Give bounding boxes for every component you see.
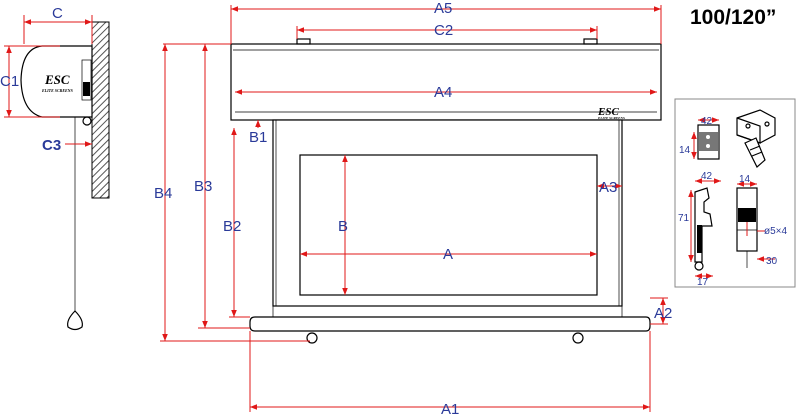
page-title: 100/120” <box>690 6 776 29</box>
bracket-dim-71: 71 <box>678 213 690 224</box>
screen-material <box>272 119 623 307</box>
top-bracket-left <box>296 38 311 45</box>
dim-b3-label: B3 <box>194 178 212 195</box>
dim-c-label: C <box>52 5 63 22</box>
side-view: ESC ELITE SCREENS C C1 C3 <box>0 5 110 331</box>
dim-a5-label: A5 <box>434 0 452 17</box>
bottom-ring-right <box>572 332 584 344</box>
bracket-dim-17: 17 <box>697 277 709 288</box>
bottom-bar <box>249 316 651 332</box>
bracket-dim-42-top: 42 <box>701 116 713 127</box>
front-logo-text: ELITE SCREENS <box>597 116 625 120</box>
side-housing <box>20 45 93 118</box>
top-bracket-right <box>583 38 598 45</box>
screen-housing <box>230 43 662 121</box>
dim-a2-label: A2 <box>654 305 672 322</box>
mount-clip-iso <box>744 137 766 168</box>
dim-b-label: B <box>338 218 348 235</box>
dim-a3-label: A3 <box>599 179 617 196</box>
dim-a1-label: A1 <box>441 401 459 416</box>
side-logo-mark: ESC <box>44 72 70 87</box>
pull-ring <box>67 310 83 331</box>
dim-c1-label: C1 <box>0 73 19 90</box>
bottom-ring-left <box>306 332 318 344</box>
bracket-detail: 42 14 42 71 17 14 ø5×4 30 <box>674 98 796 288</box>
dim-c2-label: C2 <box>434 22 453 39</box>
dim-a-label: A <box>443 246 453 263</box>
dim-b1-label: B1 <box>249 129 267 146</box>
side-hook <box>82 116 92 126</box>
side-logo-text: ELITE SCREENS <box>41 88 74 93</box>
bracket-dim-14: 14 <box>679 145 691 156</box>
dim-b2-label: B2 <box>223 218 241 235</box>
wall <box>91 21 110 199</box>
bracket-dim-14-w: 14 <box>739 174 751 185</box>
dim-a4-label: A4 <box>434 84 452 101</box>
bracket-dim-hole: ø5×4 <box>764 226 788 237</box>
dim-b4-label: B4 <box>154 185 172 202</box>
bracket-dim-30: 30 <box>766 256 778 267</box>
viewing-area <box>299 154 598 296</box>
bracket-dim-42-mid: 42 <box>701 171 713 182</box>
mount-bracket-front <box>697 124 720 160</box>
dim-c3-label: C3 <box>42 137 61 154</box>
front-logo-mark: ESC <box>597 106 619 118</box>
front-view: ESC ELITE SCREENS A5 C2 A4 B1 A3 <box>154 0 672 416</box>
